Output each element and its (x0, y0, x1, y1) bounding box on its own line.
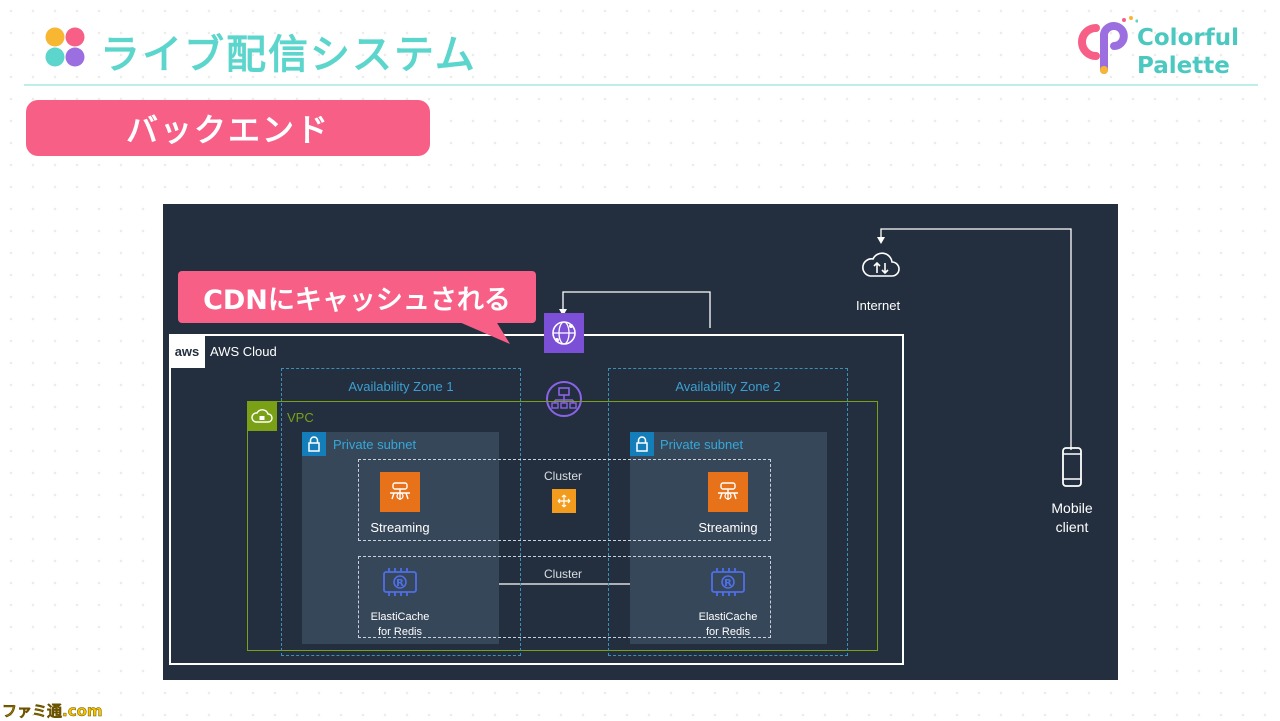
mobile-label-line2: client (1055, 519, 1089, 535)
streaming-cluster (358, 459, 771, 541)
availability-zone-1 (281, 368, 521, 656)
mobile-label-line1: Mobile (1051, 500, 1093, 516)
subnet-1-lock-icon (302, 432, 326, 456)
redis-cluster (358, 556, 771, 638)
subnet-1-label: Private subnet (333, 437, 417, 452)
subnet-2-label: Private subnet (660, 437, 744, 452)
cluster-arrows-icon (552, 489, 576, 513)
elasticache-1-line1: ElastiCache (370, 611, 430, 623)
streaming-2-label: Streaming (698, 520, 758, 535)
aws-cloud-label: AWS Cloud (210, 344, 277, 359)
elasticache-1-line2: for Redis (377, 626, 423, 638)
elasticache-2-icon: R (711, 568, 745, 596)
brand-logo-text: Colorful Palette (1137, 24, 1239, 80)
aws-logo-icon: aws (169, 334, 205, 368)
az1-label: Availability Zone 1 (348, 379, 454, 394)
az2-label: Availability Zone 2 (675, 379, 781, 394)
elasticache-2-label: ElastiCache for Redis (678, 610, 778, 640)
cloudfront-icon (544, 313, 584, 353)
section-heading: バックエンド (26, 100, 430, 156)
vpc-label: VPC (287, 410, 314, 425)
aws-cloud-boundary (169, 334, 904, 665)
elasticache-1-icon: R (383, 568, 417, 596)
streaming-1-server-icon (380, 472, 420, 512)
streaming-cluster-label: Cluster (543, 469, 582, 483)
streaming-2-server-icon (708, 472, 748, 512)
load-balancer-icon (546, 381, 582, 417)
vpc-cloud-lock-icon (247, 401, 277, 431)
brand-line-2: Palette (1137, 53, 1230, 79)
private-subnet-1 (302, 432, 499, 644)
svg-text:R: R (396, 578, 404, 589)
vpc-boundary (247, 401, 878, 651)
brand-logo-icon (1078, 16, 1138, 74)
svg-text:R: R (724, 578, 732, 589)
subnet-2-lock-icon (630, 432, 654, 456)
elasticache-1-label: ElastiCache for Redis (350, 610, 450, 640)
elasticache-2-line2: for Redis (705, 626, 751, 638)
mobile-phone-icon (1062, 447, 1082, 487)
internet-label: Internet (856, 298, 901, 313)
brand-line-1: Colorful (1137, 25, 1239, 51)
private-subnet-2 (630, 432, 827, 644)
site-watermark: ファミ通.com (2, 702, 103, 721)
redis-cluster-label: Cluster (543, 567, 582, 581)
mobile-client-label: Mobile client (1041, 499, 1103, 537)
app-logo-icon (45, 27, 85, 67)
streaming-1-label: Streaming (370, 520, 430, 535)
page-title: ライブ配信システム (100, 32, 477, 78)
availability-zone-2 (608, 368, 848, 656)
cdn-callout: CDNにキャッシュされる (178, 271, 536, 323)
callout-pointer (450, 318, 510, 344)
internet-cloud-icon (862, 252, 900, 277)
title-divider (24, 84, 1258, 86)
elasticache-2-line1: ElastiCache (698, 611, 758, 623)
